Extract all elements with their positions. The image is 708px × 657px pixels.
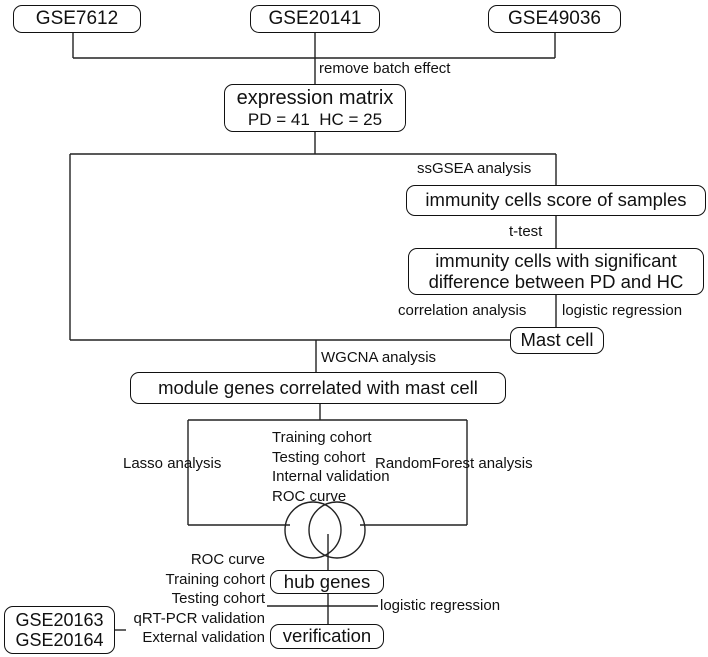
expression-matrix-box: expression matrix PD = 41 HC = 25 (224, 84, 406, 132)
venn-right-circle (308, 501, 366, 559)
validation-list-item: Training cohort (165, 570, 266, 588)
venn-left-circle (284, 501, 342, 559)
validation-list-item: qRT-PCR validation (133, 609, 265, 627)
verification-box: verification (270, 624, 384, 649)
verification-label: verification (282, 625, 372, 647)
dataset-gse49036-label: GSE49036 (508, 8, 601, 30)
validation-list-item: Testing cohort (171, 590, 265, 607)
model-list-item: Internal validation (272, 468, 390, 485)
wgcna-label: WGCNA analysis (321, 349, 437, 366)
logistic-regression-label-2: logistic regression (380, 597, 501, 614)
dataset-gse49036: GSE49036 (488, 5, 621, 33)
expression-matrix-counts: PD = 41 HC = 25 (247, 109, 383, 129)
validation-list-item: External validation (142, 629, 265, 646)
module-genes-box: module genes correlated with mast cell (130, 372, 506, 404)
module-genes-label: module genes correlated with mast cell (158, 376, 478, 398)
model-list-item: Testing cohort (272, 448, 366, 466)
external-dataset-1: GSE20163 (15, 609, 104, 630)
model-list-item: ROC curve (272, 487, 347, 505)
validation-list: ROC curve Training cohort Testing cohort… (134, 550, 265, 648)
hub-genes-box: hub genes (270, 570, 384, 594)
dataset-gse7612: GSE7612 (13, 5, 141, 33)
lasso-label: Lasso analysis (123, 455, 222, 472)
external-datasets-box: GSE20163 GSE20164 (4, 606, 115, 654)
dataset-gse20141-label: GSE20141 (268, 8, 362, 30)
mast-cell-box: Mast cell (510, 327, 604, 354)
ttest-label: t-test (509, 223, 543, 240)
mast-cell-label: Mast cell (520, 329, 594, 351)
hub-genes-label: hub genes (283, 570, 371, 592)
model-list: Training cohort Testing cohort Internal … (272, 428, 390, 506)
remove-batch-label: remove batch effect (319, 60, 451, 77)
ssgsea-label: ssGSEA analysis (417, 160, 532, 177)
logistic-regression-label-1: logistic regression (562, 302, 683, 319)
immunity-score-label: immunity cells score of samples (425, 189, 687, 211)
dataset-gse7612-label: GSE7612 (35, 8, 119, 30)
external-dataset-2: GSE20164 (15, 630, 104, 650)
validation-list-item: ROC curve (190, 551, 265, 568)
immunity-score-box: immunity cells score of samples (406, 185, 706, 216)
correlation-label: correlation analysis (398, 302, 527, 319)
significant-cells-box: immunity cells with significant differen… (408, 248, 704, 295)
model-list-item: Training cohort (272, 429, 372, 446)
significant-line-2: difference between PD and HC (428, 270, 684, 292)
expression-matrix-title: expression matrix (236, 87, 394, 110)
significant-line-1: immunity cells with significant (435, 249, 677, 271)
randomforest-label: RandomForest analysis (375, 455, 533, 472)
dataset-gse20141: GSE20141 (250, 5, 380, 33)
